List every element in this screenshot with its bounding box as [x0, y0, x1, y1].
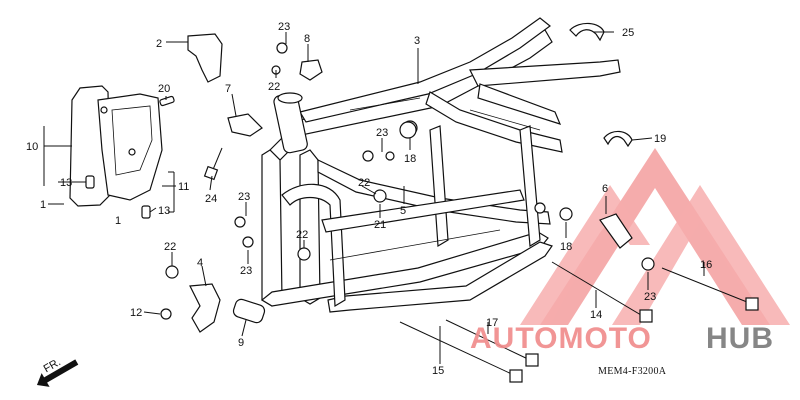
- group-brackets: [43, 126, 175, 213]
- callout-6: 6: [602, 183, 608, 195]
- callout-23d: 23: [240, 265, 252, 277]
- diagram-code: MEM4-F3200A: [598, 366, 667, 377]
- callout-12: 12: [130, 307, 142, 319]
- fasteners: [165, 121, 655, 279]
- bolt-part-24: [203, 147, 223, 181]
- callout-3: 3: [414, 35, 420, 47]
- callout-labels: 1 1 2 3 4 5 6 7 8 9 10 11 12 13 13 14 15…: [26, 21, 712, 377]
- callout-9: 9: [238, 337, 244, 349]
- callout-13b: 13: [158, 205, 170, 217]
- clamp-part-25: [569, 22, 605, 42]
- callout-18a: 18: [404, 153, 416, 165]
- callout-4: 4: [197, 257, 203, 269]
- long-bolts: [399, 261, 759, 383]
- callout-2: 2: [156, 38, 162, 50]
- callout-18b: 18: [560, 241, 572, 253]
- callout-8: 8: [304, 33, 310, 45]
- pin-part-20: [159, 95, 175, 107]
- side-cover-assembly: [69, 85, 163, 219]
- callout-21: 21: [374, 219, 386, 231]
- callout-16: 16: [700, 259, 712, 271]
- callout-22d: 22: [164, 241, 176, 253]
- callout-11: 11: [178, 181, 189, 193]
- bushing-part-9: [232, 298, 266, 324]
- callout-5: 5: [400, 205, 406, 217]
- callout-1a: 1: [40, 199, 46, 211]
- callout-22c: 22: [296, 229, 308, 241]
- bracket-part-8: [299, 59, 323, 81]
- direction-arrow-icon: [36, 359, 79, 387]
- clamp-part-19: [603, 130, 633, 148]
- callout-13a: 13: [60, 177, 72, 189]
- bracket-part-7: [227, 113, 263, 137]
- callout-7: 7: [225, 83, 231, 95]
- callout-20: 20: [158, 83, 170, 95]
- leader-lines: [44, 31, 705, 364]
- watermark-secondary: HUB: [706, 322, 774, 355]
- callout-19: 19: [654, 133, 666, 145]
- bracket-part-2: [187, 33, 223, 83]
- engine-mount-part-4: [189, 283, 221, 333]
- callout-22a: 22: [268, 81, 280, 93]
- callout-17: 17: [486, 317, 498, 329]
- callout-23b: 23: [376, 127, 388, 139]
- callout-25: 25: [622, 27, 634, 39]
- callout-14: 14: [590, 309, 602, 321]
- callout-23e: 23: [644, 291, 656, 303]
- callout-1b: 1: [115, 215, 121, 227]
- callout-22b: 22: [358, 177, 370, 189]
- callout-24: 24: [205, 193, 217, 205]
- callout-23a: 23: [278, 21, 290, 33]
- watermark-text: AUTOMOTO HUB: [470, 322, 774, 355]
- callout-23c: 23: [238, 191, 250, 203]
- frame-assembly: [260, 17, 621, 313]
- callout-10: 10: [26, 141, 38, 153]
- bracket-part-6: [599, 213, 633, 249]
- front-direction-indicator: FR.: [36, 356, 79, 387]
- callout-15: 15: [432, 365, 444, 377]
- watermark-primary: AUTOMOTO: [470, 322, 652, 355]
